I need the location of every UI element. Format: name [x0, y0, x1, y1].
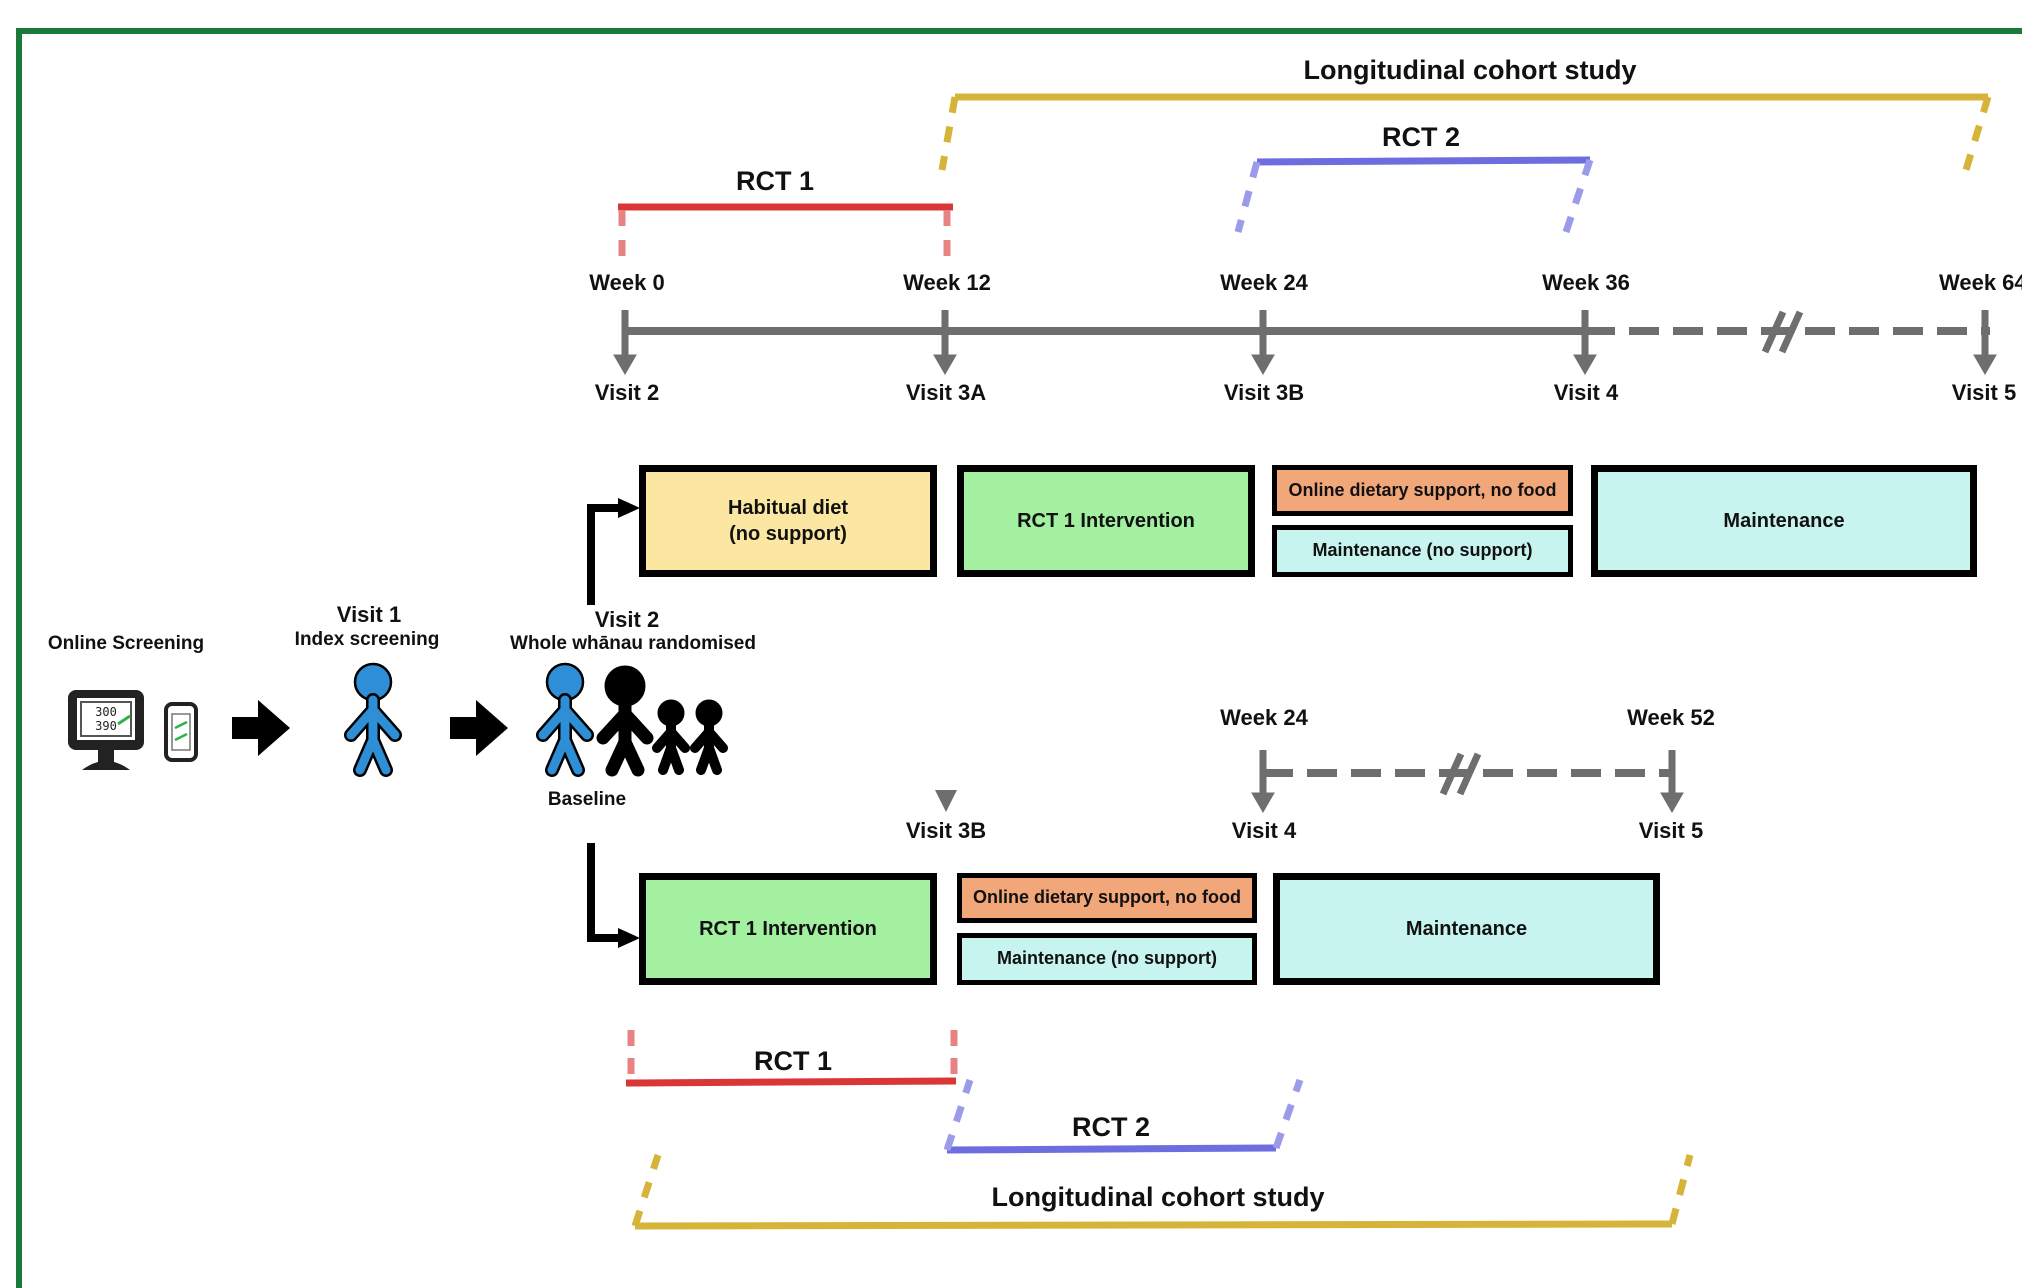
top-week-24: Week 24	[1220, 270, 1308, 295]
fade-arrow-visit3b	[935, 592, 957, 812]
box-habitual-diet: Habitual diet (no support)	[639, 465, 937, 577]
box-bottom-rct1-intervention: RCT 1 Intervention	[639, 873, 937, 985]
bottom-rct2-bracket	[943, 1078, 1304, 1154]
bottom-visit-3b: Visit 3B	[905, 818, 987, 843]
top-rct2-bracket	[1234, 156, 1594, 234]
bottom-tick-week52	[1660, 750, 1684, 813]
bottom-rct1-label: RCT 1	[753, 1046, 833, 1076]
bottom-rct2-label: RCT 2	[1071, 1112, 1151, 1142]
top-tick-week64	[1973, 310, 1997, 375]
screen-text-2: 390	[95, 719, 117, 733]
top-week-12: Week 12	[903, 270, 991, 295]
top-timeline	[613, 310, 1997, 375]
top-cohort-bracket	[938, 93, 1992, 172]
screen-text-1: 300	[95, 705, 117, 719]
visit1-label: Visit 1	[336, 602, 402, 627]
online-screening-label: Online Screening	[47, 633, 205, 654]
baseline-label: Baseline	[547, 789, 627, 810]
top-visit-3b: Visit 3B	[1223, 380, 1305, 405]
index-screening-label: Index screening	[294, 629, 440, 650]
bottom-timeline	[1251, 750, 1684, 813]
bottom-cohort-bracket	[631, 1153, 1694, 1230]
top-tick-week0	[613, 310, 637, 375]
top-tick-week36	[1573, 310, 1597, 375]
box-bottom-maintenance: Maintenance	[1273, 873, 1660, 985]
person-black-child-icon-2	[690, 699, 728, 775]
box-top-maintenance-no-support: Maintenance (no support)	[1272, 525, 1573, 577]
bottom-week-52: Week 52	[1627, 705, 1715, 730]
person-blue-icon-baseline	[536, 662, 594, 777]
bottom-week-24: Week 24	[1220, 705, 1308, 730]
top-visit-4: Visit 4	[1553, 380, 1619, 405]
whanau-randomised-label: Whole whānau randomised	[510, 633, 756, 654]
top-tick-week12	[933, 310, 957, 375]
top-week-64: Week 64	[1939, 270, 2022, 295]
top-rct1-label: RCT 1	[735, 166, 815, 196]
top-visit-2: Visit 2	[594, 380, 660, 405]
bottom-rct1-bracket	[625, 1030, 958, 1087]
bottom-visit-4: Visit 4	[1231, 818, 1297, 843]
top-cohort-label: Longitudinal cohort study	[1303, 55, 1637, 85]
person-blue-icon-visit1	[344, 662, 402, 777]
box-top-rct1-intervention: RCT 1 Intervention	[957, 465, 1255, 577]
top-visit-5: Visit 5	[1951, 380, 2017, 405]
bottom-tick-week24	[1251, 750, 1275, 813]
top-visit-3a: Visit 3A	[905, 380, 987, 405]
box-bottom-maintenance-no-support: Maintenance (no support)	[957, 933, 1257, 985]
arrow-right-icon-2	[450, 700, 508, 756]
top-week-0: Week 0	[589, 270, 665, 295]
box-top-maintenance: Maintenance	[1591, 465, 1977, 577]
computer-monitor-icon: 300 390	[68, 690, 144, 770]
bottom-visit-5: Visit 5	[1638, 818, 1704, 843]
phone-icon	[164, 702, 198, 762]
arrow-right-icon-1	[232, 700, 290, 756]
person-black-adult-icon	[596, 665, 654, 777]
elbow-arrow-bottom	[587, 843, 640, 948]
elbow-arrow-top	[587, 498, 640, 605]
top-week-36: Week 36	[1542, 270, 1630, 295]
bottom-cohort-label: Longitudinal cohort study	[991, 1182, 1325, 1212]
top-tick-week24	[1251, 310, 1275, 375]
top-rct2-label: RCT 2	[1381, 122, 1461, 152]
box-bottom-online-support: Online dietary support, no food	[957, 873, 1257, 923]
top-rct1-bracket	[618, 203, 953, 265]
green-frame	[16, 28, 2022, 1288]
box-top-online-support: Online dietary support, no food	[1272, 465, 1573, 516]
visit2-label: Visit 2	[594, 607, 660, 632]
person-black-child-icon-1	[652, 699, 690, 775]
